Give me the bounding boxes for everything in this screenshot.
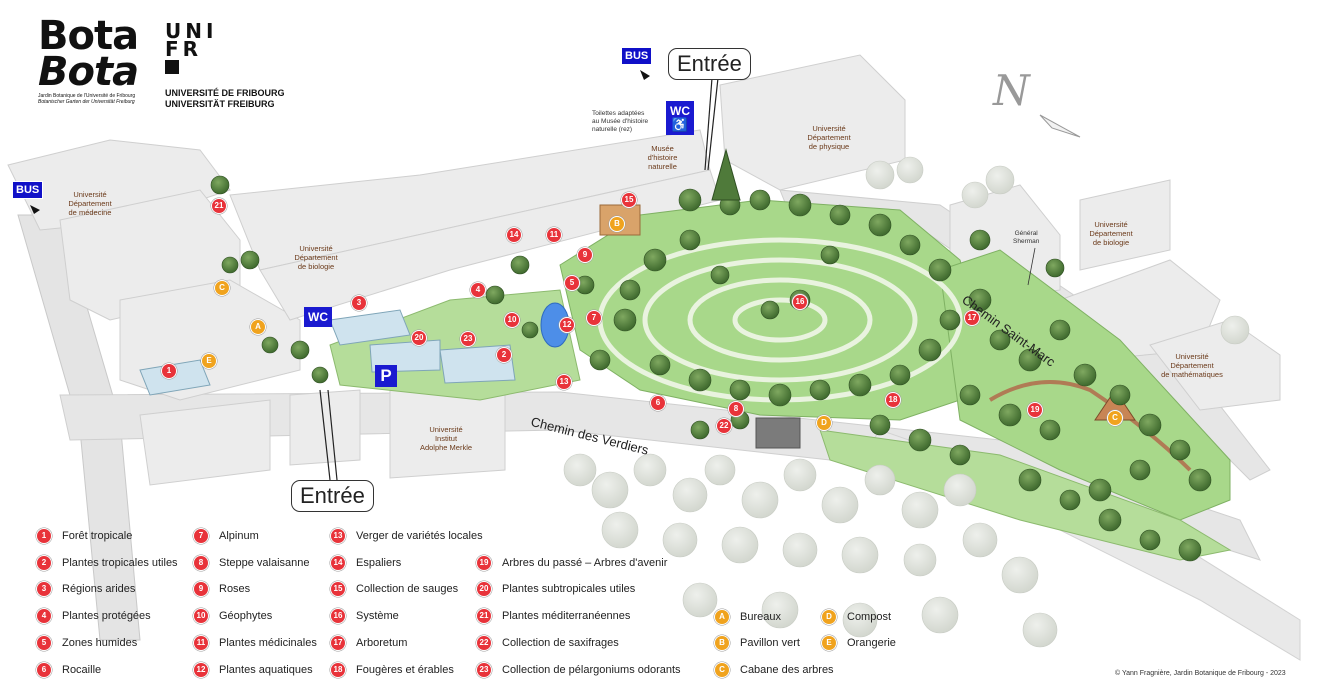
unifr-line2: FR	[165, 37, 203, 61]
wc-sign-top: WC ♿	[666, 101, 694, 135]
logo-bota-line2: Bota	[38, 49, 139, 95]
map-badge-5: 5	[564, 275, 580, 291]
map-badge-7: 7	[586, 310, 602, 326]
north-arrow	[1039, 114, 1081, 138]
unifr-logo: UNI FR	[165, 19, 218, 74]
map-badge-16: 16	[792, 294, 808, 310]
logo-subtitle-fr: Jardin Botanique de l'Université de Frib…	[38, 93, 136, 99]
map-badge-D: D	[816, 415, 832, 431]
map-badge-C2: C	[214, 280, 230, 296]
map-badge-21: 21	[211, 198, 227, 214]
logo-bota-line1: Bota	[38, 13, 139, 59]
bus-stop-top: BUS	[621, 47, 653, 65]
map-badge-20: 20	[411, 330, 427, 346]
map-badge-15: 15	[621, 192, 637, 208]
unifr-square-icon	[165, 60, 179, 74]
map-badge-23: 23	[460, 331, 476, 347]
copyright: © Yann Fragnière, Jardin Botanique de Fr…	[1115, 670, 1286, 677]
entrance-bottom: Entrée	[291, 480, 374, 512]
ghost-trees	[563, 156, 1250, 648]
map-badge-8: 8	[728, 401, 744, 417]
university-name-de: UNIVERSITÄT FREIBURG	[165, 99, 275, 109]
entrance-top: Entrée	[668, 48, 751, 80]
university-name-fr: UNIVERSITÉ DE FRIBOURG	[165, 88, 285, 98]
university-name: UNIVERSITÉ DE FRIBOURG UNIVERSITÄT FREIB…	[165, 88, 285, 110]
compost-shed	[755, 417, 801, 449]
garden-trees	[210, 175, 1212, 562]
map-badge-6: 6	[650, 395, 666, 411]
map-badge-14: 14	[506, 227, 522, 243]
map-badge-9: 9	[577, 247, 593, 263]
parking-sign: P	[375, 365, 397, 387]
conifer-tree	[711, 148, 741, 201]
map-badge-19: 19	[1027, 402, 1043, 418]
map-badge-11: 11	[546, 227, 562, 243]
north-symbol: N	[993, 66, 1030, 115]
map-badge-13: 13	[556, 374, 572, 390]
map-badge-4: 4	[470, 282, 486, 298]
map-badge-C: C	[1107, 410, 1123, 426]
map-badge-2: 2	[496, 347, 512, 363]
unifr-line1: UNI	[165, 19, 218, 43]
map-badge-E: E	[201, 353, 217, 369]
bus-stop-left: BUS	[12, 181, 44, 199]
logo-subtitle-de: Botanischer Garten der Universität Freib…	[38, 99, 135, 105]
map-badge-12: 12	[559, 317, 575, 333]
map-badge-B: B	[609, 216, 625, 232]
map-badge-17: 17	[964, 310, 980, 326]
map-badge-A: A	[250, 319, 266, 335]
wc-label: WC	[670, 104, 690, 118]
map-badge-22: 22	[716, 418, 732, 434]
map-badge-18: 18	[885, 392, 901, 408]
botabota-logo: Bota Bota Jardin Botanique de l'Universi…	[38, 13, 158, 105]
map-badge-3: 3	[351, 295, 367, 311]
map-badge-1: 1	[161, 363, 177, 379]
wheelchair-icon: ♿	[671, 117, 689, 132]
map-badge-10: 10	[504, 312, 520, 328]
wc-sign-left: WC	[304, 307, 332, 327]
